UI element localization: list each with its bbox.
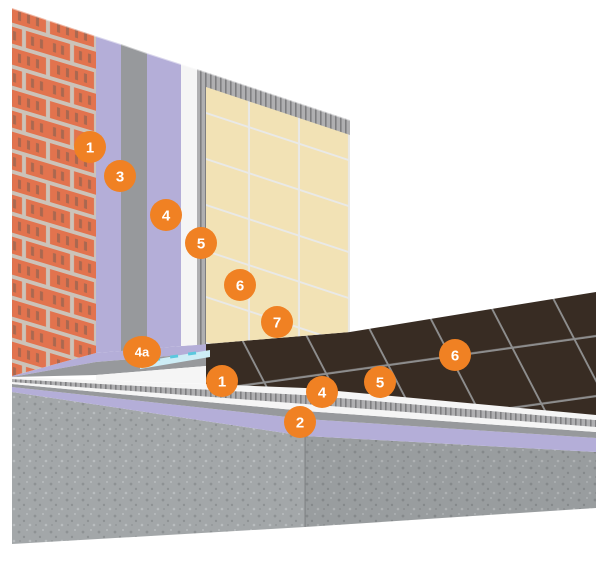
concrete-slab-right-shade (305, 436, 596, 527)
badge-shape (206, 365, 238, 397)
wall-top-edge-highlight (11, 7, 351, 121)
badge-floor-6: 6 (439, 339, 471, 371)
wall-assembly (11, 7, 351, 376)
badge-floor-2: 2 (284, 406, 316, 438)
badge-label: 3 (116, 168, 124, 185)
badge-wall-6: 6 (224, 269, 256, 301)
badge-label: 2 (296, 414, 304, 431)
brick-wall-face (12, 8, 96, 376)
badge-wall-7: 7 (261, 306, 293, 338)
badge-shape (224, 269, 256, 301)
concrete-slab-right-face (305, 436, 596, 527)
badge-shape (261, 306, 293, 338)
badge-shape (439, 339, 471, 371)
badge-label: 1 (218, 373, 226, 390)
badge-wall-1: 1 (74, 131, 106, 163)
badge-floor-4: 4 (306, 376, 338, 408)
wall-layer-purple-1 (96, 36, 121, 353)
floor-layer-adhesive-band (12, 379, 596, 427)
wall-layer-white (181, 64, 197, 346)
badge-floor-1: 1 (206, 365, 238, 397)
badge-shape (74, 131, 106, 163)
badge-wall-4a: 4a (123, 336, 161, 368)
badge-label: 4a (135, 345, 150, 360)
floor-tiles (206, 292, 596, 415)
badge-shape (123, 336, 161, 368)
badge-label: 6 (236, 277, 244, 294)
badge-label: 4 (162, 207, 171, 224)
badge-label: 1 (86, 139, 94, 156)
badge-shape (185, 227, 217, 259)
badge-wall-4: 4 (150, 199, 182, 231)
badge-label: 5 (376, 374, 384, 391)
concrete-slab-left-face (12, 392, 305, 544)
badge-label: 4 (318, 384, 327, 401)
junction-strip-white (96, 366, 206, 384)
badge-label: 7 (273, 314, 281, 331)
floor-layer-top-white-band (12, 377, 596, 420)
badge-shape (104, 160, 136, 192)
badge-label: 5 (197, 235, 205, 252)
badge-floor-5: 5 (364, 366, 396, 398)
badge-shape (364, 366, 396, 398)
badge-label: 6 (451, 347, 459, 364)
badge-shape (284, 406, 316, 438)
badge-wall-3: 3 (104, 160, 136, 192)
badge-wall-5: 5 (185, 227, 217, 259)
wall-layer-gray (121, 44, 147, 351)
badge-shape (150, 199, 182, 231)
badge-shape (306, 376, 338, 408)
